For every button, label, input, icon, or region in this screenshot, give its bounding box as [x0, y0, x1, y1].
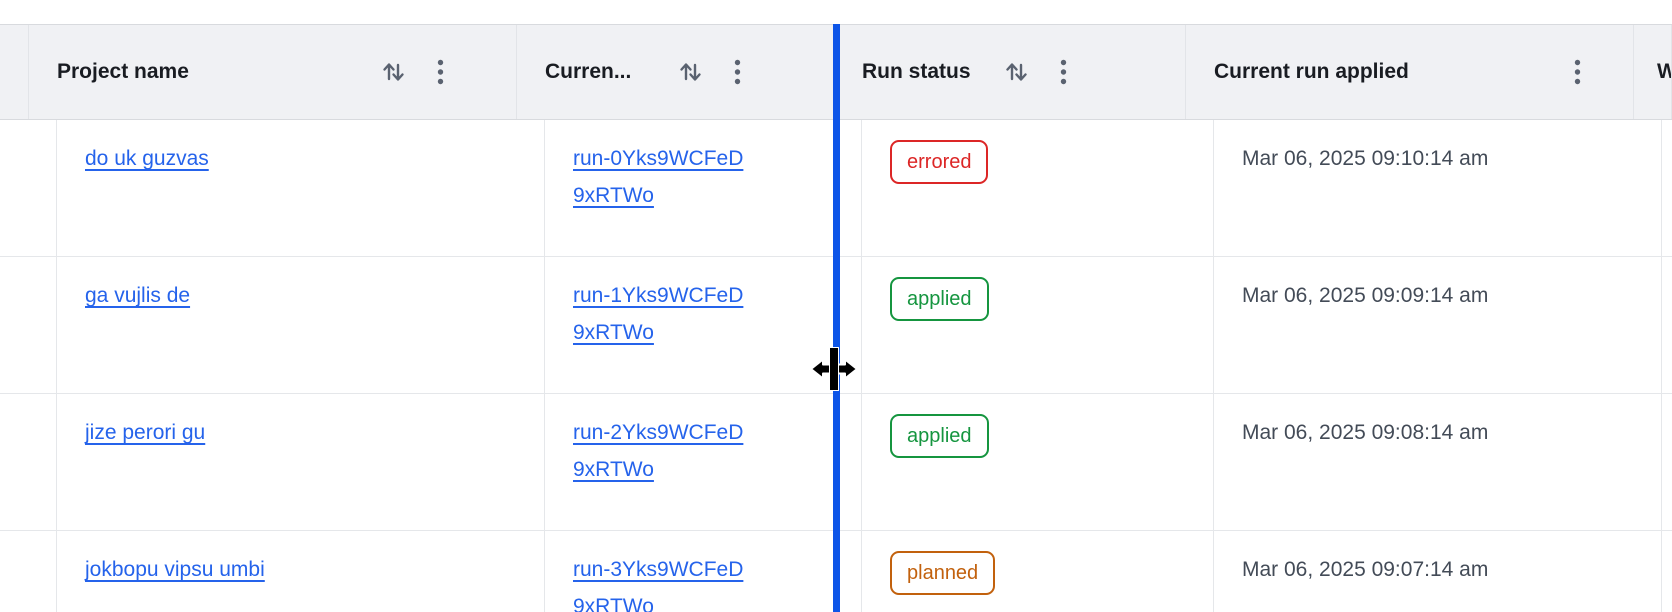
run-status-cell: applied: [862, 394, 1214, 530]
column-menu-icon[interactable]: [437, 59, 444, 85]
project-name-cell: jize perori gu: [57, 394, 545, 530]
header-clipped-column-label: W: [1657, 60, 1671, 84]
current-run-applied-cell: Mar 06, 2025 09:07:14 am: [1214, 531, 1662, 612]
header-current-run: Curren...: [517, 25, 834, 119]
header-project-name-label: Project name: [57, 60, 189, 83]
run-status-cell: applied: [862, 257, 1214, 393]
current-run-applied-cell: Mar 06, 2025 09:08:14 am: [1214, 394, 1662, 530]
header-run-status: Run status: [834, 25, 1186, 119]
clipped-cell: e: [1662, 257, 1672, 393]
column-menu-icon[interactable]: [1574, 59, 1581, 85]
current-run-applied-cell: Mar 06, 2025 09:09:14 am: [1214, 257, 1662, 393]
status-badge: applied: [890, 414, 989, 458]
column-menu-icon[interactable]: [1060, 59, 1067, 85]
status-badge: errored: [890, 140, 989, 184]
header-current-run-label: Curren...: [545, 60, 632, 83]
status-badge: planned: [890, 551, 996, 595]
project-name-cell: do uk guzvas: [57, 120, 545, 256]
row-gutter-cell: [0, 120, 57, 256]
header-gutter-cell: [0, 25, 29, 119]
row-gutter-cell: [0, 394, 57, 530]
header-project-name: Project name: [29, 25, 517, 119]
status-badge: applied: [890, 277, 989, 321]
sort-icon[interactable]: [380, 58, 407, 86]
sort-icon[interactable]: [1003, 58, 1030, 86]
project-link[interactable]: ga vujlis de: [85, 284, 191, 307]
project-name-cell: ga vujlis de: [57, 257, 545, 393]
row-gutter-cell: [0, 257, 57, 393]
run-status-cell: errored: [862, 120, 1214, 256]
clipped-cell: e: [1662, 394, 1672, 530]
column-resize-indicator[interactable]: [833, 24, 840, 612]
header-current-run-applied-label: Current run applied: [1214, 60, 1409, 83]
run-status-cell: planned: [862, 531, 1214, 612]
project-link[interactable]: jize perori gu: [85, 421, 206, 444]
header-clipped-column: W: [1634, 25, 1672, 119]
project-link[interactable]: do uk guzvas: [85, 147, 209, 170]
project-name-cell: jokbopu vipsu umbi: [57, 531, 545, 612]
col-resize-cursor-icon: [810, 347, 858, 391]
header-current-run-applied: Current run applied: [1186, 25, 1634, 119]
project-link[interactable]: jokbopu vipsu umbi: [85, 558, 265, 581]
clipped-cell: e: [1662, 120, 1672, 256]
header-run-status-label: Run status: [862, 60, 971, 83]
current-run-applied-cell: Mar 06, 2025 09:10:14 am: [1214, 120, 1662, 256]
row-gutter-cell: [0, 531, 57, 612]
sort-icon[interactable]: [677, 58, 704, 86]
clipped-cell: e: [1662, 531, 1672, 612]
column-menu-icon[interactable]: [734, 59, 741, 85]
